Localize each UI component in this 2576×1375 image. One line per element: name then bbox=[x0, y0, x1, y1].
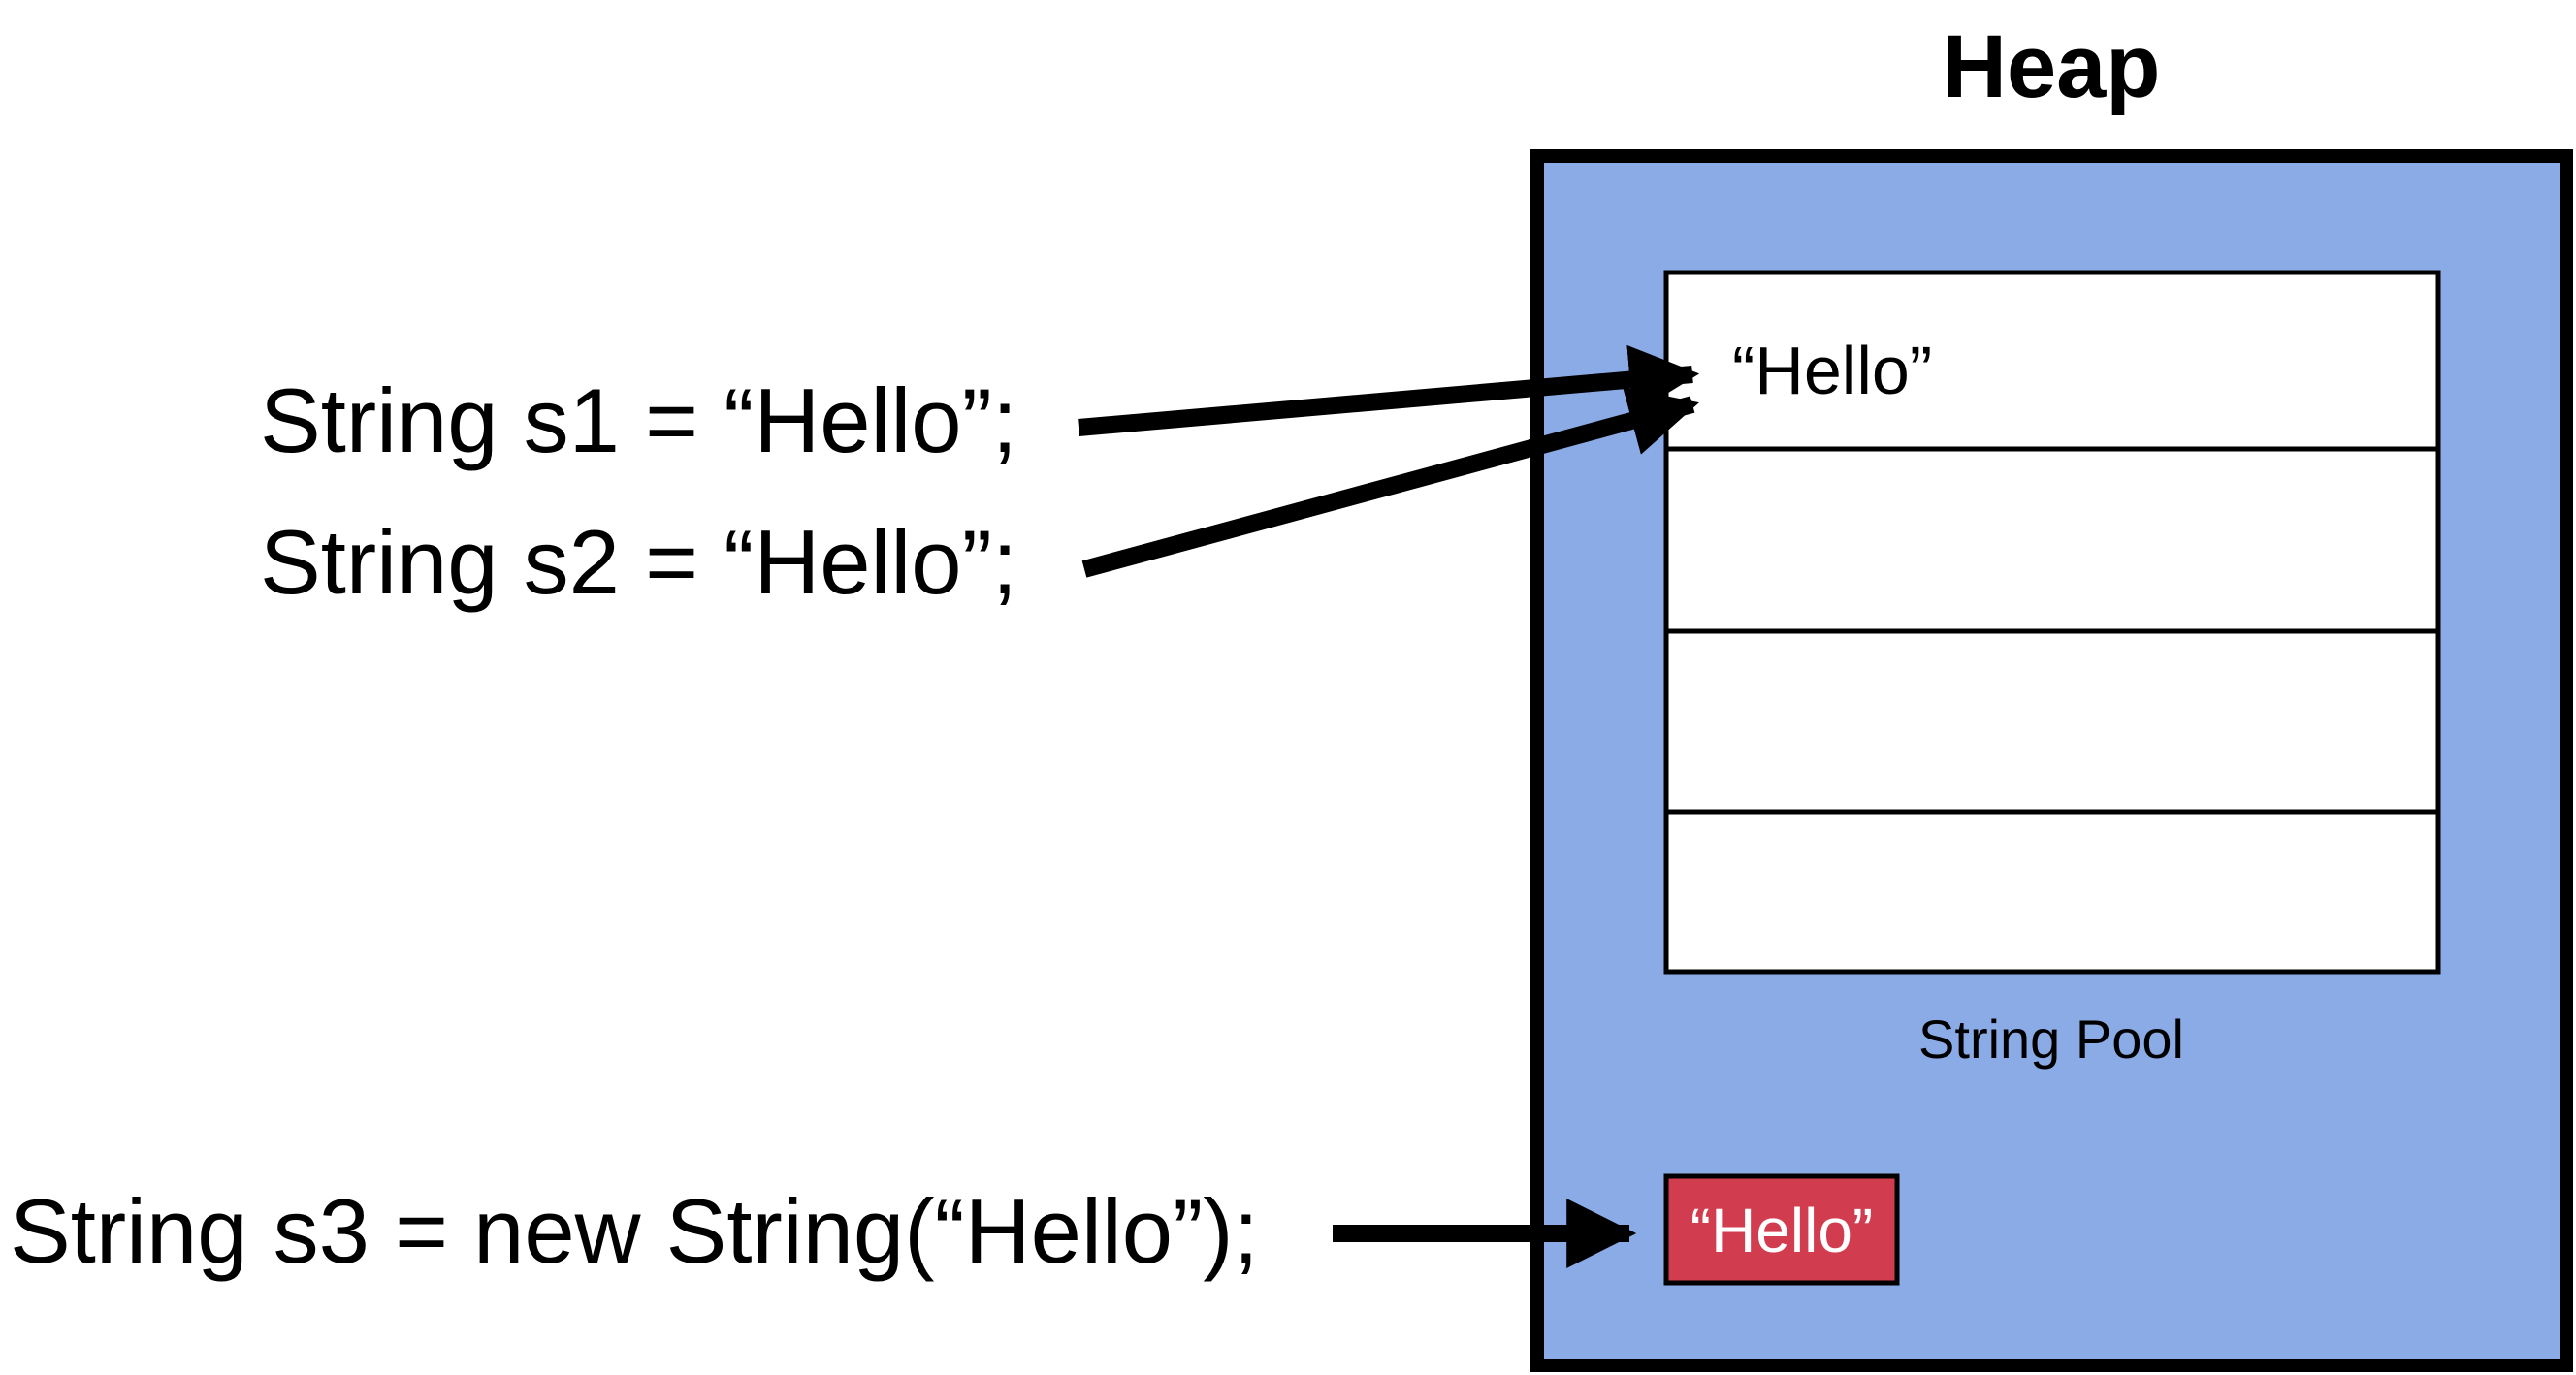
code-line-s3: String s3 = new String(“Hello”); bbox=[10, 1180, 1259, 1282]
string-pool-cell bbox=[1663, 809, 2441, 975]
code-line-s1: String s1 = “Hello”; bbox=[260, 369, 1017, 471]
arrow-s2-to-pool bbox=[1081, 387, 1699, 578]
code-line-s2: String s2 = “Hello”; bbox=[260, 511, 1017, 613]
string-pool-cell-text: “Hello” bbox=[1732, 333, 1932, 408]
string-pool-cell bbox=[1663, 446, 2441, 634]
arrow-s1-to-pool bbox=[1078, 344, 1700, 436]
string-pool-cell bbox=[1663, 628, 2441, 815]
string-pool-cell bbox=[1663, 270, 2441, 452]
heap-title: Heap bbox=[1943, 17, 2161, 116]
heap-string-object bbox=[1663, 1173, 1900, 1286]
string-pool-label: String Pool bbox=[1918, 1008, 2184, 1070]
heap-string-object-text: “Hello” bbox=[1690, 1196, 1873, 1265]
string-pool: “Hello” bbox=[1663, 270, 2441, 975]
